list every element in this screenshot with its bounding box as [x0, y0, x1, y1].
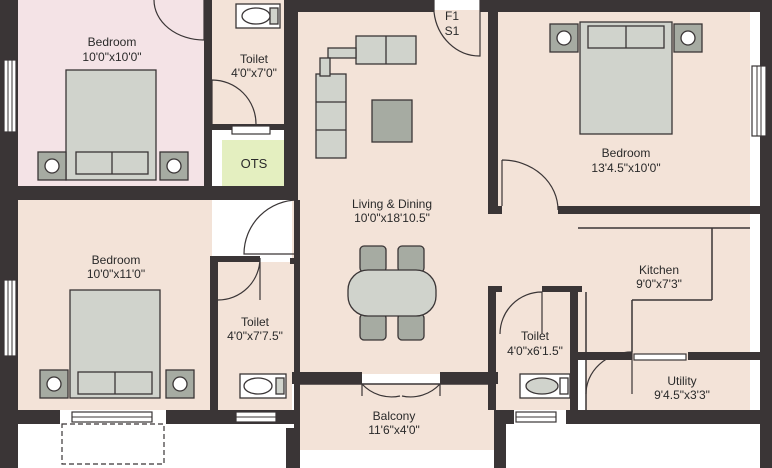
utility-name: Utility [667, 374, 696, 388]
kitchen-floor [578, 214, 750, 360]
coffee-table [371, 99, 413, 143]
stair-marker-line1: F1 [445, 9, 459, 23]
bedroom-top-left-name: Bedroom [88, 35, 137, 49]
window-mullions [7, 60, 762, 418]
toilet-right-size: 4'0"x6'1.5" [507, 344, 563, 358]
living-dining-size: 10'0"x18'10.5" [354, 211, 430, 225]
utility-size: 9'4.5"x3'3" [654, 388, 710, 402]
furniture [37, 3, 703, 399]
kitchen-size: 9'0"x7'3" [636, 277, 682, 291]
bedroom-bottom-left-size: 10'0"x11'0" [87, 267, 145, 281]
window-right-top [751, 65, 767, 137]
balcony-size: 11'6"x4'0" [368, 423, 420, 437]
door-bedroom-bottom-left [243, 199, 299, 255]
bay-projection [61, 423, 165, 465]
kitchen-name: Kitchen [639, 263, 679, 277]
door-toilet-right [499, 291, 543, 335]
window-left-top [3, 59, 17, 133]
ots-label: OTS [241, 156, 268, 171]
toilet-middle-wc [239, 373, 287, 399]
door-bedroom-top-left [153, 0, 205, 41]
room-labels: Bedroom 10'0"x10'0" Toilet 4'0"x7'0" OTS… [82, 9, 709, 437]
passage-floor [488, 206, 578, 292]
toilet-top-wc [235, 3, 281, 29]
toilet-top-name: Toilet [240, 52, 269, 66]
window-left-bottom [3, 279, 17, 357]
toilet-middle-name: Toilet [241, 315, 270, 329]
balcony-floor [298, 384, 494, 450]
bed-top-left [37, 69, 189, 181]
bedroom-top-left-size: 10'0"x10'0" [82, 50, 141, 64]
door-utility [585, 351, 633, 395]
bedroom-bottom-left-name: Bedroom [92, 253, 141, 267]
sofa-l-shaped [315, 35, 417, 159]
toilet-top-size: 4'0"x7'0" [231, 66, 277, 80]
balcony-name: Balcony [373, 409, 416, 423]
door-master-bedroom [501, 159, 559, 211]
stair-marker-line2: S1 [445, 24, 460, 38]
utility-floor [586, 360, 750, 414]
door-balcony-right [401, 383, 441, 398]
toilet-right-wc [519, 373, 571, 399]
window-ots [231, 125, 271, 135]
door-balcony-left [361, 383, 401, 398]
living-dining-name: Living & Dining [352, 197, 432, 211]
toilet-middle-size: 4'0"x7'7.5" [227, 329, 283, 343]
doors [153, 0, 633, 398]
toilet-right-name: Toilet [521, 329, 550, 343]
bedroom-master-size: 13'4.5"x10'0" [591, 161, 660, 175]
window-kitchen [633, 353, 687, 361]
bed-master [549, 21, 703, 135]
ots-floor [222, 140, 284, 186]
dining-set [347, 245, 437, 341]
bedroom-master-name: Bedroom [602, 146, 651, 160]
door-toilet-top [211, 79, 257, 125]
door-toilet-middle [217, 257, 261, 301]
door-stair [433, 0, 481, 57]
bed-bottom-left [39, 289, 195, 399]
